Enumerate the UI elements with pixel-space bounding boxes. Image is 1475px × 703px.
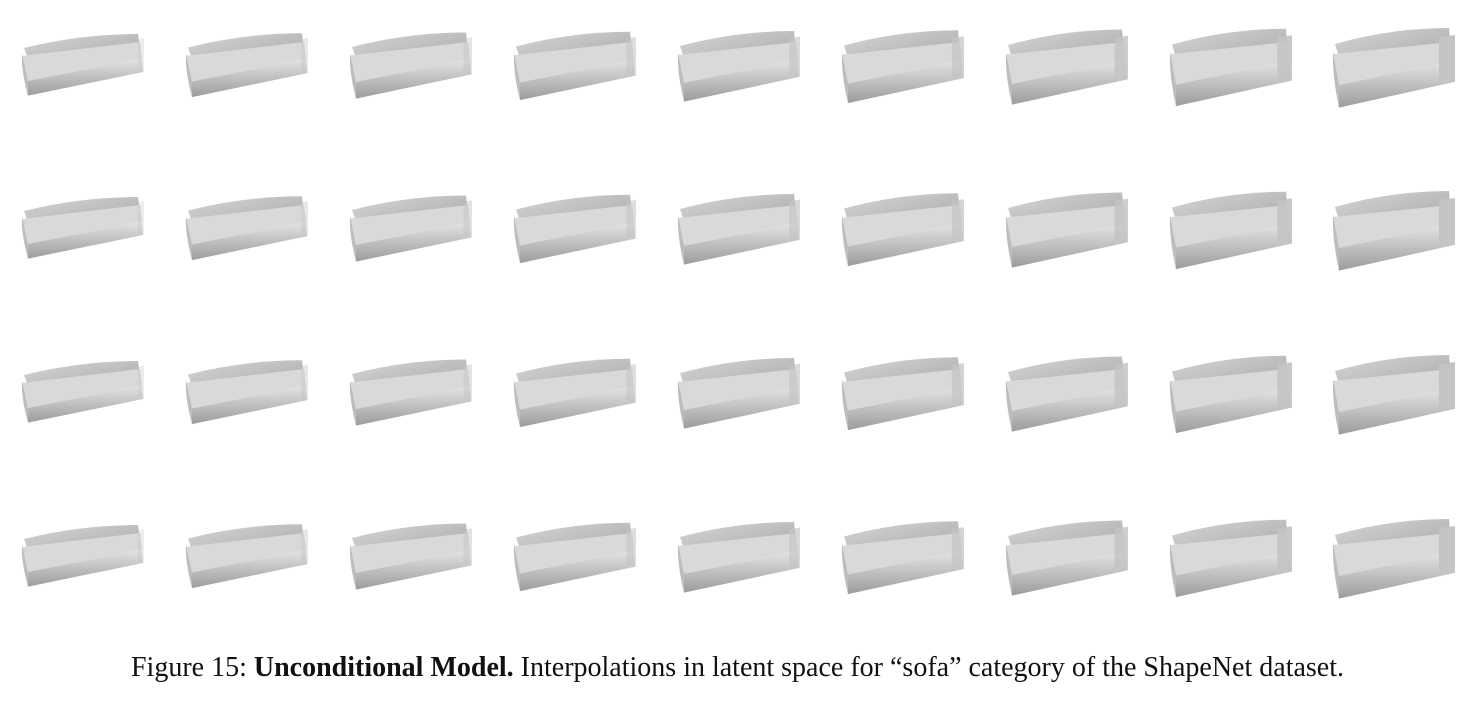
sofa-thumbnail: [512, 511, 652, 611]
sofa-thumbnail: [840, 20, 980, 120]
sofa-thumbnail: [348, 20, 488, 120]
sofa-thumbnail: [1004, 20, 1144, 120]
interpolation-grid: [20, 20, 1471, 599]
sofa-thumbnail: [512, 347, 652, 447]
caption-text: Interpolations in latent space for “sofa…: [520, 652, 1345, 683]
sofa-thumbnail: [1168, 183, 1308, 283]
sofa-thumbnail: [20, 183, 160, 283]
sofa-thumbnail: [348, 511, 488, 611]
sofa-thumbnail: [1331, 511, 1471, 611]
sofa-thumbnail: [184, 511, 324, 611]
sofa-thumbnail: [1331, 20, 1471, 120]
sofa-thumbnail: [512, 20, 652, 120]
sofa-thumbnail: [676, 183, 816, 283]
sofa-thumbnail: [676, 347, 816, 447]
sofa-thumbnail: [20, 20, 160, 120]
sofa-thumbnail: [1331, 183, 1471, 283]
figure-caption: Figure 15: Unconditional Model. Interpol…: [0, 652, 1475, 684]
sofa-thumbnail: [20, 511, 160, 611]
sofa-thumbnail: [1168, 347, 1308, 447]
sofa-thumbnail: [840, 511, 980, 611]
sofa-thumbnail: [840, 347, 980, 447]
sofa-thumbnail: [1168, 511, 1308, 611]
sofa-thumbnail: [348, 183, 488, 283]
sofa-thumbnail: [184, 183, 324, 283]
sofa-thumbnail: [1331, 347, 1471, 447]
sofa-thumbnail: [676, 20, 816, 120]
sofa-thumbnail: [1004, 183, 1144, 283]
sofa-thumbnail: [1168, 20, 1308, 120]
caption-label: Figure 15:: [130, 652, 247, 683]
sofa-thumbnail: [512, 183, 652, 283]
sofa-thumbnail: [184, 347, 324, 447]
sofa-thumbnail: [676, 511, 816, 611]
sofa-thumbnail: [1004, 347, 1144, 447]
sofa-thumbnail: [20, 347, 160, 447]
sofa-thumbnail: [184, 20, 324, 120]
caption-title: Unconditional Model.: [253, 652, 514, 683]
sofa-thumbnail: [348, 347, 488, 447]
sofa-thumbnail: [840, 183, 980, 283]
sofa-thumbnail: [1004, 511, 1144, 611]
